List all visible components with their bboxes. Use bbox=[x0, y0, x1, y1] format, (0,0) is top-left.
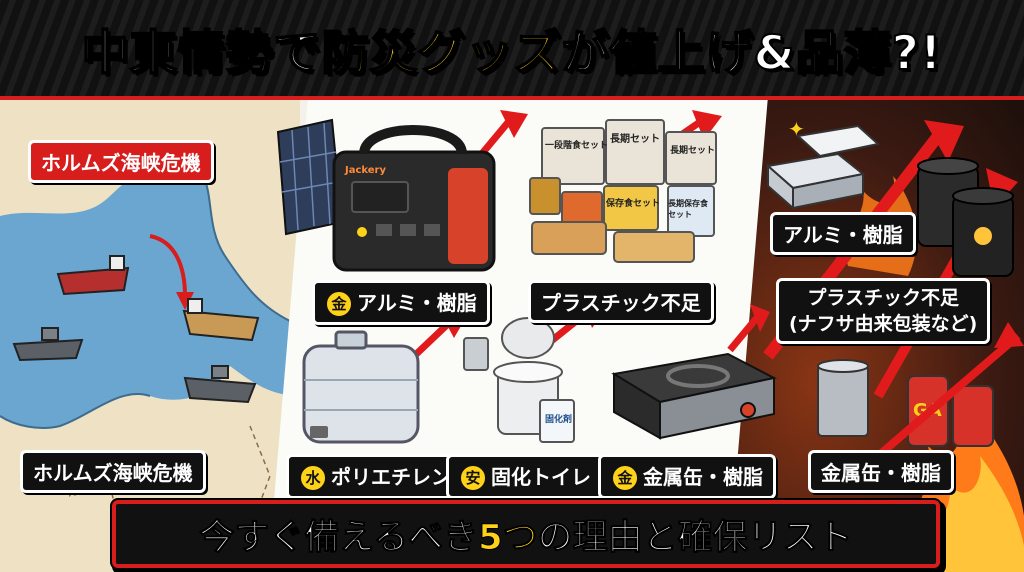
gas-stove-illustration bbox=[608, 334, 778, 444]
power-station-illustration bbox=[272, 112, 502, 282]
bottom-part2: の理由と確保リスト bbox=[537, 517, 853, 558]
food-pack-2: 長期セット bbox=[610, 134, 660, 145]
page-title: 中東情勢で防災グッズが値上げ&品薄?! bbox=[81, 14, 943, 83]
label-power-station-text: アルミ・樹脂 bbox=[357, 291, 477, 315]
label-right-aluminum: アルミ・樹脂 bbox=[770, 212, 916, 255]
title-highlight: 防災グッズ bbox=[321, 25, 562, 82]
bottom-part1: 今すぐ備えるべき bbox=[199, 517, 479, 558]
title-part1: 中東情勢で bbox=[81, 25, 322, 82]
power-station bbox=[332, 125, 496, 272]
solar-panel bbox=[276, 118, 344, 236]
bottom-highlight: 5つ bbox=[478, 517, 538, 558]
callout-hormuz-bottom: ホルムズ海峡危機 bbox=[20, 450, 206, 493]
hormuz-map bbox=[0, 164, 300, 557]
metal-cans: GA bbox=[817, 322, 1024, 460]
badge-safety: 安 bbox=[459, 464, 487, 492]
bottom-banner: 今すぐ備えるべき5つの理由と確保リスト bbox=[112, 500, 940, 568]
toilet-bag-label: 固化剤 bbox=[545, 415, 573, 425]
badge-water: 水 bbox=[299, 464, 327, 492]
label-toilet: 安固化トイレ bbox=[446, 454, 604, 499]
label-right-metal: 金属缶・樹脂 bbox=[808, 450, 954, 493]
label-water-tank: 水ポリエチレン bbox=[286, 454, 464, 499]
food-pack-1: 一段階食セット bbox=[545, 141, 609, 151]
oil-drums bbox=[917, 157, 1014, 277]
bottom-headline: 今すぐ備えるべき5つの理由と確保リスト bbox=[199, 509, 853, 560]
svg-text:✦: ✦ bbox=[788, 117, 805, 141]
power-station-brand: Jackery bbox=[345, 165, 387, 176]
water-tank-illustration bbox=[296, 330, 426, 450]
badge-gold: 金 bbox=[325, 290, 353, 318]
tanker-ship-2 bbox=[182, 298, 260, 342]
warship-2 bbox=[183, 365, 257, 404]
label-stove: 金金属缶・樹脂 bbox=[598, 454, 776, 499]
label-toilet-text: 固化トイレ bbox=[491, 465, 591, 489]
callout-hormuz-top: ホルムズ海峡危機 bbox=[28, 140, 214, 183]
tanker-ship bbox=[56, 255, 130, 296]
badge-gold-2: 金 bbox=[611, 464, 639, 492]
title-banner: 中東情勢で防災グッズが値上げ&品薄?! bbox=[0, 0, 1024, 100]
warship bbox=[12, 327, 84, 362]
aluminum-ingots: ✦ bbox=[765, 117, 881, 211]
emergency-food-illustration bbox=[522, 118, 722, 268]
title-part2: が値上げ&品薄?! bbox=[561, 25, 943, 82]
food-pack-3: 長期セット bbox=[670, 146, 716, 156]
food-pack-5: 長期保存食セット bbox=[668, 199, 708, 219]
label-right-plastic-line1: プラスチック不足 bbox=[807, 287, 959, 309]
label-water-tank-text: ポリエチレン bbox=[331, 465, 451, 489]
label-power-station: 金アルミ・樹脂 bbox=[312, 280, 490, 325]
label-stove-text: 金属缶・樹脂 bbox=[643, 465, 763, 489]
food-pack-4: 保存食セット bbox=[606, 199, 661, 209]
label-food: プラスチック不足 bbox=[528, 280, 714, 323]
label-right-plastic: プラスチック不足 (ナフサ由来包装など) bbox=[776, 278, 991, 344]
portable-toilet-illustration bbox=[458, 316, 578, 446]
label-right-plastic-line2: (ナフサ由来包装など) bbox=[789, 313, 978, 335]
